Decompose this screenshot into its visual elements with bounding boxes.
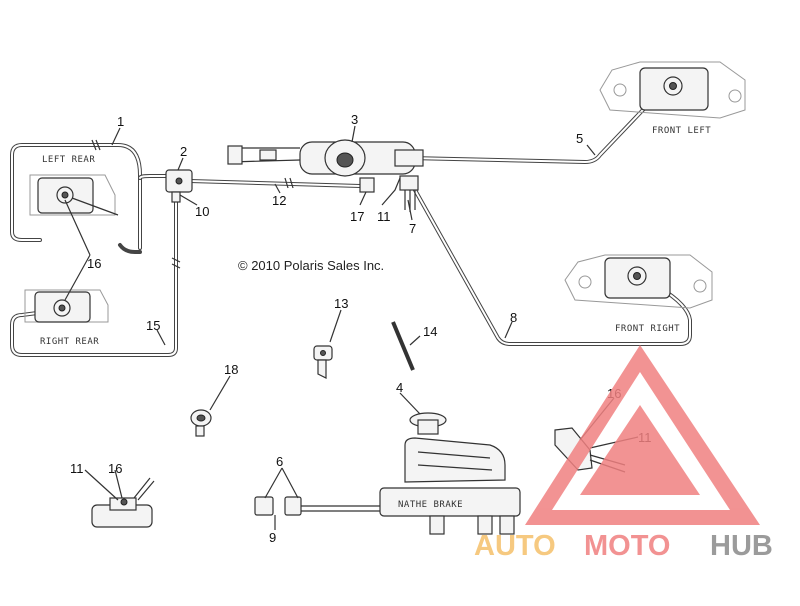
leader-lines	[64, 125, 639, 530]
caliper-label-front-right: FRONT RIGHT	[615, 324, 680, 334]
callout-17: 17	[350, 209, 364, 224]
callout-11-a: 11	[377, 209, 391, 224]
callout-10: 10	[195, 204, 209, 219]
callout-14: 14	[423, 324, 437, 339]
callout-3: 3	[351, 112, 358, 127]
callout-7: 7	[409, 221, 416, 236]
pushrod	[391, 321, 415, 371]
callout-1: 1	[117, 114, 124, 129]
callout-4: 4	[396, 380, 403, 395]
callout-11-b: 11	[70, 461, 84, 476]
hose-clamp	[190, 409, 212, 437]
brake-line-5	[408, 90, 662, 164]
watermark-logo: AUTO MOTO HUB	[474, 345, 773, 562]
callout-16-b: 16	[108, 461, 122, 476]
front-left-caliper: FRONT LEFT	[599, 61, 746, 136]
left-rear-caliper: LEFT REAR	[29, 155, 119, 216]
caliper-label-right-rear: RIGHT REAR	[40, 337, 99, 347]
proportioning-valve	[227, 139, 424, 212]
bleeder-fitting	[313, 345, 333, 379]
callout-15: 15	[146, 318, 160, 333]
copyright-text: © 2010 Polaris Sales Inc.	[238, 258, 384, 273]
callout-16-a: 16	[87, 256, 101, 271]
caliper-label-left-rear: LEFT REAR	[42, 155, 95, 165]
master-cylinder: NATHE BRAKE	[254, 412, 521, 535]
callout-12: 12	[272, 193, 286, 208]
watermark-triangle-icon	[525, 345, 760, 525]
detail-caliper-bottom-left	[91, 477, 155, 528]
callout-13: 13	[334, 296, 348, 311]
callout-6: 6	[276, 454, 283, 469]
watermark-auto: AUTO	[474, 530, 556, 562]
watermark-moto: MOTO	[584, 530, 670, 562]
watermark-hub: HUB	[710, 530, 773, 562]
callout-8: 8	[510, 310, 517, 325]
callout-2: 2	[180, 144, 187, 159]
front-right-caliper: FRONT RIGHT	[564, 254, 713, 334]
caliper-label-front-left: FRONT LEFT	[652, 126, 711, 136]
right-rear-caliper: RIGHT REAR	[24, 289, 109, 347]
brake-lines	[10, 90, 692, 357]
junction-block	[165, 169, 193, 203]
callout-9: 9	[269, 530, 276, 545]
callout-18: 18	[224, 362, 238, 377]
master-cylinder-text: NATHE BRAKE	[398, 500, 463, 510]
callout-5: 5	[576, 131, 583, 146]
